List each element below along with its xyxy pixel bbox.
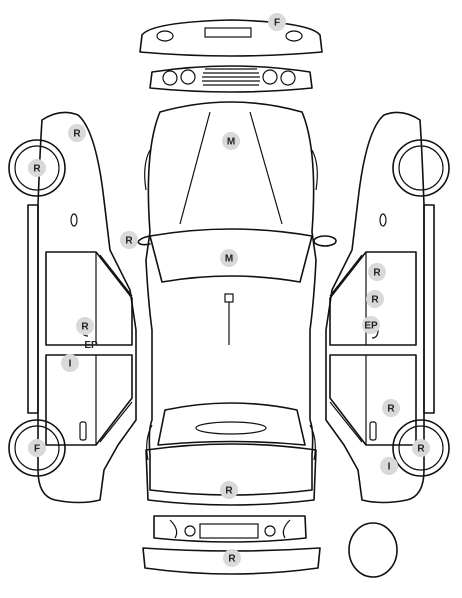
marker-hood[interactable]: M (222, 132, 240, 150)
svg-text:M: M (227, 137, 235, 148)
front-grille-part[interactable] (149, 65, 313, 93)
right-front-wheel-part[interactable] (392, 139, 450, 197)
svg-text:I: I (388, 462, 391, 473)
svg-text:R: R (371, 295, 379, 306)
rear-bumper-part[interactable] (142, 547, 321, 575)
left-mirror-part[interactable] (137, 235, 151, 246)
left-side-body (27, 111, 137, 504)
marker-right-front-door-lower[interactable]: R (366, 290, 384, 308)
marker-roof[interactable]: M (220, 249, 238, 267)
rear-lights-part[interactable] (153, 515, 307, 543)
front-bumper-part[interactable] (139, 19, 323, 57)
marker-left-rear-door[interactable]: I (61, 354, 79, 372)
rear-window-part[interactable] (157, 402, 306, 446)
marker-left-fender[interactable]: R (68, 124, 86, 142)
svg-text:R: R (125, 236, 133, 247)
spare-tire-part[interactable] (348, 522, 398, 578)
svg-text:R: R (417, 444, 425, 455)
svg-text:R: R (373, 268, 381, 279)
svg-text:R: R (81, 322, 89, 333)
svg-text:R: R (225, 486, 233, 497)
hood-part[interactable] (179, 111, 283, 225)
svg-text:R: R (73, 129, 81, 140)
marker-left-rear-wheel[interactable]: F (28, 439, 46, 457)
windshield-part[interactable] (149, 228, 313, 283)
marker-left-front-wheel[interactable]: R (28, 159, 46, 177)
left-rear-wheel-part[interactable] (8, 419, 66, 477)
marker-right-front-door-upper[interactable]: R (368, 263, 386, 281)
svg-text:M: M (225, 254, 233, 265)
svg-text:EP: EP (84, 340, 98, 351)
car-body-top (144, 101, 318, 496)
svg-text:F: F (34, 444, 40, 455)
svg-text:R: R (228, 554, 236, 565)
marker-rear-bumper[interactable]: R (223, 549, 241, 567)
marker-left-mirror[interactable]: R (120, 231, 138, 249)
roof-part[interactable] (224, 293, 234, 345)
marker-front-bumper[interactable]: F (268, 13, 286, 31)
svg-text:R: R (33, 164, 41, 175)
marker-left-rocker[interactable]: EP (84, 340, 98, 351)
svg-text:R: R (387, 404, 395, 415)
right-rear-wheel-part[interactable] (392, 419, 450, 477)
svg-text:F: F (274, 18, 280, 29)
right-mirror-part[interactable] (313, 235, 337, 247)
marker-right-rocker[interactable]: EP (362, 316, 380, 334)
marker-trunk[interactable]: R (220, 481, 238, 499)
marker-left-front-door[interactable]: R (76, 317, 94, 335)
marker-right-rear-quarter[interactable]: I (380, 457, 398, 475)
marker-right-rear-door[interactable]: R (382, 399, 400, 417)
right-side-body (325, 111, 435, 504)
marker-right-rear-wheel[interactable]: R (412, 439, 430, 457)
left-front-wheel-part[interactable] (8, 139, 66, 197)
svg-text:EP: EP (364, 321, 378, 332)
svg-text:I: I (69, 359, 72, 370)
trunk-part[interactable] (145, 443, 317, 506)
